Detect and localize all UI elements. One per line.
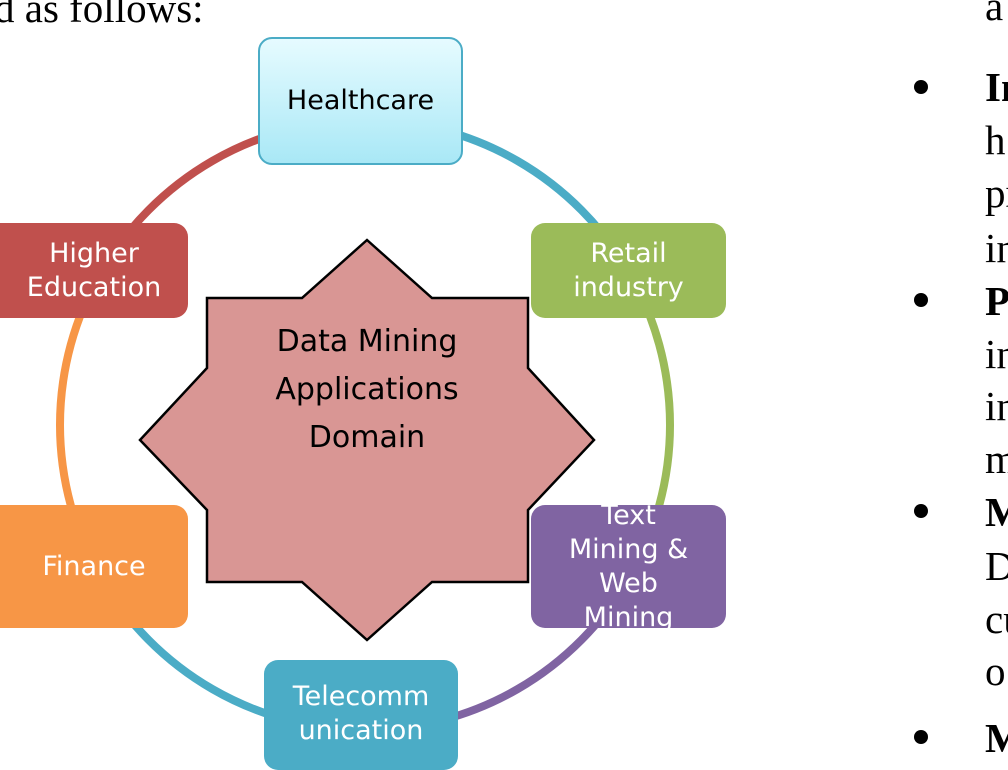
node-label: Retail: [590, 237, 667, 269]
line: h: [985, 117, 1006, 163]
line: m: [985, 436, 1008, 482]
line: M: [985, 489, 1008, 535]
node-label: Finance: [42, 550, 146, 582]
node-label: Healthcare: [286, 85, 435, 116]
bullet-icon: [914, 730, 928, 744]
node-label: Telecomm: [292, 681, 430, 712]
node-label: Mining: [583, 601, 674, 629]
node-label: unication: [298, 715, 424, 746]
line: in: [985, 383, 1008, 429]
line: D: [985, 543, 1008, 589]
node-label: Web: [599, 567, 658, 599]
line: In: [985, 64, 1008, 110]
center-label: Data Mining Applications Domain: [207, 318, 527, 462]
center-line: Data Mining: [276, 324, 458, 359]
line: a: [985, 0, 1004, 29]
node-label: Text: [601, 505, 656, 531]
node-finance: Finance: [0, 505, 188, 628]
line: in: [985, 225, 1008, 271]
bullet-icon: [914, 293, 928, 307]
bullet-icon: [914, 504, 928, 518]
node-label: Higher: [49, 237, 139, 269]
line: pr: [985, 170, 1008, 216]
line: in: [985, 331, 1008, 377]
line: cu: [985, 596, 1008, 642]
line: M: [985, 715, 1008, 761]
node-label: Education: [26, 271, 162, 303]
center-line: Applications: [275, 372, 459, 407]
node-label: industry: [573, 271, 684, 303]
node-healthcare: Healthcare: [258, 37, 463, 165]
line: o: [985, 648, 1006, 694]
center-star: [138, 238, 596, 642]
center-line: Domain: [308, 420, 426, 455]
node-label: Mining &: [568, 533, 689, 565]
intro-text: d as follows:: [0, 0, 204, 31]
bullet-icon: [914, 80, 928, 94]
line: P: [985, 278, 1008, 324]
